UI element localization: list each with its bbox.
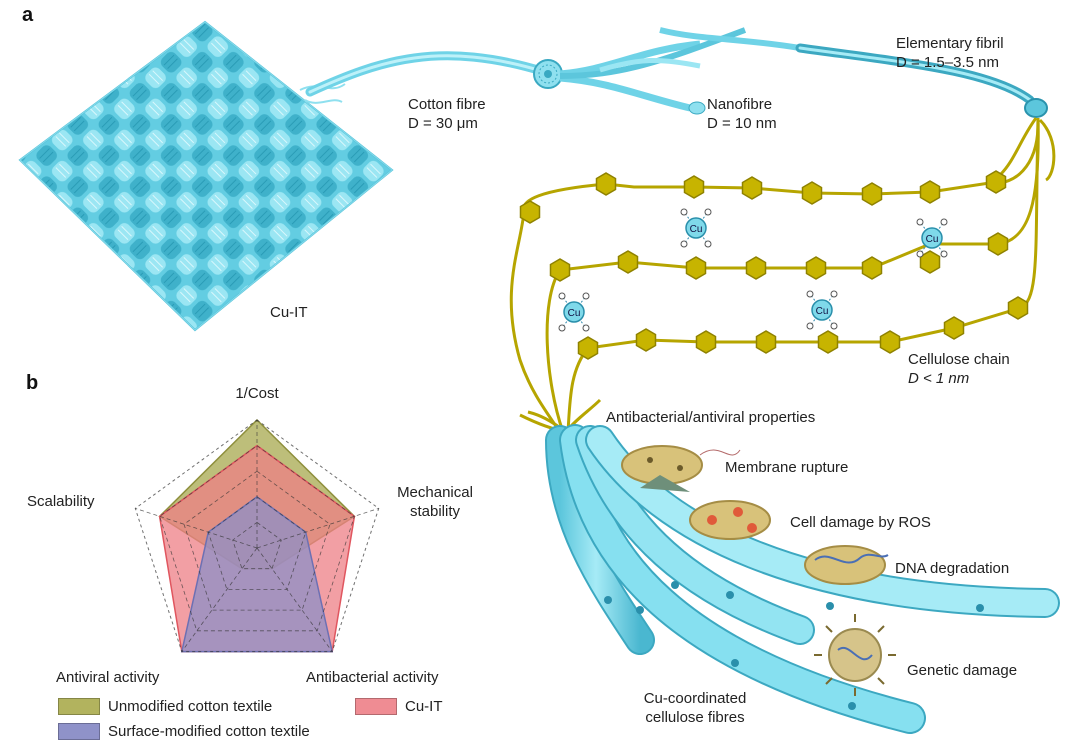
cotton-fibre-thread	[305, 51, 550, 97]
nanofibre-bundle	[559, 27, 801, 115]
radar-axis-spoke	[256, 547, 333, 652]
legend-label-unmodified: Unmodified cotton textile	[108, 698, 273, 715]
cotton-fibre-name: Cotton fibre	[408, 96, 486, 113]
axis-label-antibacterial: Antibacterial activity	[306, 669, 439, 686]
cotton-fibre-cross-section	[533, 59, 563, 89]
mechanism-ros: Cell damage by ROS	[790, 514, 931, 531]
cellulose-chain-network	[509, 117, 1056, 434]
svg-text:Cu: Cu	[568, 308, 581, 319]
radar-grid-ring	[159, 445, 355, 632]
nanofibre-name: Nanofibre	[707, 96, 773, 113]
radar-axis-spoke	[181, 547, 258, 652]
glucose-ring	[745, 256, 767, 280]
elementary-fibril	[795, 43, 1048, 118]
glucose-ring	[801, 181, 823, 205]
textile-label: Cu-IT	[270, 304, 308, 321]
nanofibre-size: D = 10 nm	[707, 115, 777, 132]
legend-label-cuit: Cu-IT	[405, 698, 443, 715]
cu-ion: Cu	[558, 292, 590, 332]
axis-label-scalability: Scalability	[27, 493, 95, 510]
legend-surface: Surface-modified cotton textile	[58, 722, 310, 741]
glucose-ring	[549, 258, 571, 282]
svg-text:Cu: Cu	[690, 224, 703, 235]
cu-ion: Cu	[806, 290, 838, 330]
glucose-ring	[861, 182, 883, 206]
legend-unmodified: Unmodified cotton textile	[58, 697, 272, 716]
mechanism-genetic: Genetic damage	[907, 662, 1018, 679]
fibres-label-line1: Cu-coordinated	[643, 690, 747, 707]
glucose-ring	[695, 330, 717, 354]
panel-letter-b: b	[26, 372, 39, 394]
textile-swatch	[18, 20, 394, 332]
mechanism-membrane-rupture: Membrane rupture	[725, 459, 849, 476]
glucose-ring	[1007, 296, 1029, 320]
glucose-ring	[943, 316, 965, 340]
glucose-ring	[741, 176, 763, 200]
axis-label-cost: 1/Cost	[235, 385, 279, 402]
virus-genetic-damage	[814, 614, 896, 696]
legend-swatch-cuit	[355, 698, 397, 715]
cellulose-chain-name: Cellulose chain	[908, 351, 1010, 368]
bacterium-ros-damage	[689, 500, 771, 540]
panel-letter-a: a	[22, 4, 34, 26]
properties-title: Antibacterial/antiviral properties	[606, 409, 816, 426]
glucose-ring	[987, 232, 1009, 256]
cu-ion: Cu	[680, 208, 712, 248]
bacterium-dna-degradation	[804, 545, 889, 585]
glucose-ring	[755, 330, 777, 354]
cotton-fibre-size: D = 30 μm	[408, 115, 478, 132]
radar-axis-spoke	[135, 508, 258, 549]
glucose-ring	[617, 250, 639, 274]
glucose-ring	[595, 172, 617, 196]
fibres-label-line2: cellulose fibres	[645, 709, 745, 726]
svg-text:Cu: Cu	[816, 306, 829, 317]
legend-label-surface: Surface-modified cotton textile	[108, 723, 310, 740]
axis-label-antiviral: Antiviral activity	[56, 669, 160, 686]
glucose-ring	[879, 330, 901, 354]
glucose-ring	[919, 180, 941, 204]
cellulose-chain-size: D < 1 nm	[908, 370, 970, 387]
radar-axis-spoke	[256, 508, 379, 549]
radar-grid-ring	[183, 470, 331, 611]
legend-swatch-surface	[58, 723, 100, 740]
glucose-ring	[635, 328, 657, 352]
glucose-rings	[519, 170, 1029, 360]
svg-text:Cu: Cu	[926, 234, 939, 245]
glucose-ring	[805, 256, 827, 280]
glucose-ring	[861, 256, 883, 280]
glucose-ring	[685, 256, 707, 280]
glucose-ring	[519, 200, 541, 224]
glucose-ring	[985, 170, 1007, 194]
mechanism-dna: DNA degradation	[895, 560, 1010, 577]
glucose-ring	[577, 336, 599, 360]
glucose-ring	[817, 330, 839, 354]
radar-grid-ring	[207, 496, 307, 590]
legend-swatch-unmodified	[58, 698, 100, 715]
bacterium-membrane-rupture	[621, 445, 741, 492]
elementary-fibril-name: Elementary fibril	[896, 35, 1004, 52]
legend-cuit: Cu-IT	[355, 697, 443, 716]
glucose-ring	[683, 175, 705, 199]
axis-label-mechanical-1: Mechanical	[397, 484, 473, 501]
axis-label-mechanical-2: stability	[409, 503, 461, 520]
radar-chart	[134, 418, 380, 653]
cu-ion: Cu	[916, 218, 948, 258]
elementary-fibril-size: D = 1.5–3.5 nm	[896, 54, 999, 71]
